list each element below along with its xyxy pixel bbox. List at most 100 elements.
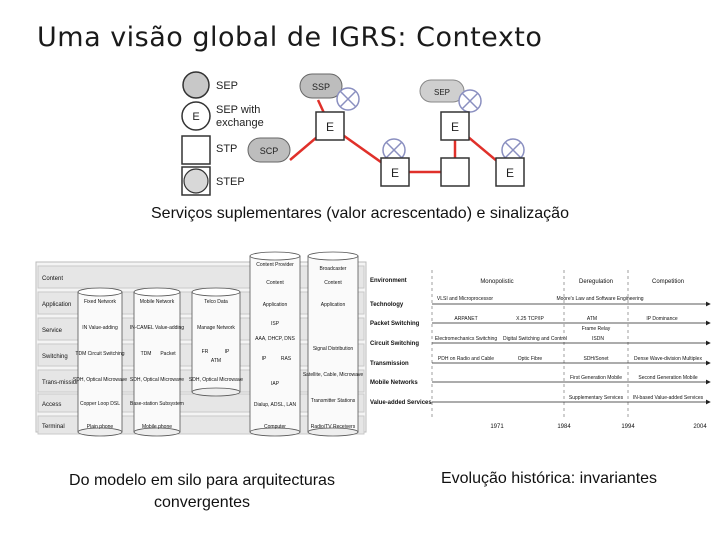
svg-text:FR: FR [202, 349, 209, 355]
node-ssp: SSP [299, 73, 343, 99]
svg-text:IN Value-adding: IN Value-adding [82, 325, 118, 331]
svg-text:Competition: Competition [652, 279, 684, 285]
svg-text:Monopolistic: Monopolistic [480, 279, 513, 285]
svg-text:ISDN: ISDN [592, 336, 604, 342]
svg-text:Electromechanics Switching: Electromechanics Switching [435, 336, 497, 342]
legend-step: STEP [181, 166, 245, 196]
svg-text:Moore's Law and Software Engin: Moore's Law and Software Engineering [556, 296, 643, 302]
timeline-column-headers: Monopolistic Deregulation Competition [480, 279, 684, 285]
svg-text:Radio/TV Receivers: Radio/TV Receivers [311, 424, 356, 430]
caption-left: Do modelo em silo para arquitecturas con… [69, 472, 335, 511]
svg-text:Content Provider: Content Provider [256, 262, 294, 268]
svg-text:SDH, Optical Microwave: SDH, Optical Microwave [130, 377, 184, 383]
legend-step-label: STEP [216, 176, 245, 188]
svg-text:IP Dominance: IP Dominance [646, 316, 678, 322]
node-scp: SCP [247, 137, 291, 163]
svg-text:IP: IP [225, 349, 230, 355]
silo-fixed [77, 287, 123, 437]
network-diagram: SEP E SEP with exchange STP STEP [181, 71, 525, 196]
svg-text:Base-station Subsystem: Base-station Subsystem [130, 401, 184, 407]
svg-text:First Generation Mobile: First Generation Mobile [570, 375, 622, 381]
silo-telco-labels: Telco Data Manage Network FR IP ATM SDH,… [189, 299, 243, 383]
svg-text:Fixed Network: Fixed Network [84, 299, 116, 305]
node-e1: E [315, 111, 345, 141]
svg-text:IN-based Value-added Services: IN-based Value-added Services [633, 395, 704, 401]
node-ssp-label: SSP [312, 82, 330, 92]
svg-text:Packet: Packet [160, 351, 176, 357]
svg-text:SDH, Optical Microwave: SDH, Optical Microwave [189, 377, 243, 383]
svg-text:Application: Application [321, 302, 346, 308]
timeline-dividers [431, 270, 629, 420]
svg-text:IP: IP [262, 356, 267, 362]
timeline-items: VLSI and Microprocessor Moore's Law and … [435, 296, 704, 401]
svg-text:Optic Fibre: Optic Fibre [518, 356, 543, 362]
legend-e-symbol: E [192, 111, 199, 123]
svg-text:Signal Distribution: Signal Distribution [313, 346, 354, 352]
svg-text:Digital Switching and Control: Digital Switching and Control [503, 336, 567, 342]
svg-text:Telco Data: Telco Data [204, 299, 228, 305]
svg-text:Supplementary Services: Supplementary Services [569, 395, 624, 401]
svg-text:Second Generation Mobile: Second Generation Mobile [638, 375, 697, 381]
svg-text:Deregulation: Deregulation [579, 279, 613, 285]
svg-text:Satellite, Cable, Microwave: Satellite, Cable, Microwave [303, 372, 364, 378]
slide-title: Uma visão global de IGRS: Contexto [37, 22, 543, 53]
svg-text:Copper Loop DSL: Copper Loop DSL [80, 401, 120, 407]
svg-text:2004: 2004 [693, 424, 707, 430]
svg-text:Dense Wave-division Multiplex: Dense Wave-division Multiplex [634, 356, 702, 362]
svg-text:1971: 1971 [490, 424, 504, 430]
silo-telco [191, 287, 241, 397]
timeline-row-labels: Environment Technology Packet Switching … [370, 278, 432, 406]
node-sep: SEP [419, 79, 465, 103]
node-scp-label: SCP [260, 146, 279, 156]
silo-converged-labels: Content Provider Content Application ISP… [254, 262, 297, 430]
legend-sep: SEP [182, 71, 238, 99]
node-e3-label: E [391, 166, 399, 180]
legend-stp: STP [181, 135, 237, 165]
silo-mobile-labels: Mobile Network IN-CAMEL Value-adding TDM… [130, 299, 184, 430]
svg-text:Switching: Switching [42, 354, 68, 360]
svg-text:Mobile phone: Mobile phone [142, 424, 172, 430]
silo-converged [249, 251, 301, 437]
caption-right: Evolução histórica: invariantes [440, 470, 658, 487]
svg-text:ISP: ISP [271, 321, 280, 327]
silo-fixed-labels: Fixed Network IN Value-adding TDM Circui… [73, 299, 127, 430]
svg-text:SEP with: SEP with [216, 104, 260, 116]
node-stp [440, 157, 470, 187]
svg-text:1994: 1994 [621, 424, 635, 430]
svg-text:ARPANET: ARPANET [454, 316, 477, 322]
svg-text:Value-added Services: Value-added Services [370, 400, 432, 406]
legend-stp-label: STP [216, 143, 237, 155]
svg-text:RAS: RAS [281, 356, 292, 362]
node-sep-label: SEP [434, 88, 450, 97]
node-e2-label: E [451, 120, 459, 134]
svg-text:Trans-mission: Trans-mission [42, 380, 79, 386]
svg-text:Content: Content [42, 276, 63, 282]
switch-icons [336, 87, 525, 162]
slide-subtitle: Serviços suplementares (valor acrescenta… [151, 205, 569, 222]
node-e3: E [380, 157, 410, 187]
timeline-arrows [432, 301, 711, 405]
silo-broadcast-labels: Broadcaster Content Application Signal D… [303, 266, 364, 430]
silo-diagram: Content Application Service Switching Tr… [35, 251, 367, 437]
svg-text:Broadcaster: Broadcaster [320, 266, 347, 272]
svg-text:TDM: TDM [141, 351, 152, 357]
svg-text:1984: 1984 [557, 424, 571, 430]
svg-text:Environment: Environment [370, 278, 407, 284]
svg-text:Manage Network: Manage Network [197, 325, 235, 331]
svg-text:Application: Application [263, 302, 288, 308]
legend-sep-label: SEP [216, 80, 238, 92]
svg-text:IAP: IAP [271, 381, 280, 387]
svg-text:Content: Content [324, 280, 342, 286]
svg-text:SDH, Optical Microwave: SDH, Optical Microwave [73, 377, 127, 383]
svg-text:Mobile Network: Mobile Network [140, 299, 175, 305]
legend-sep-exchange: E SEP with exchange [181, 101, 264, 131]
svg-text:Access: Access [42, 402, 61, 408]
svg-text:PDH on Radio and Cable: PDH on Radio and Cable [438, 356, 494, 362]
svg-text:SDH/Sonet: SDH/Sonet [583, 356, 609, 362]
timeline-years: 1971 1984 1994 2004 [490, 424, 707, 430]
svg-text:Mobile Networks: Mobile Networks [370, 380, 418, 386]
svg-text:ATM: ATM [211, 358, 221, 364]
svg-text:VLSI and Microprocessor: VLSI and Microprocessor [437, 296, 493, 302]
silo-broadcast [307, 251, 359, 437]
svg-text:Computer: Computer [264, 424, 286, 430]
